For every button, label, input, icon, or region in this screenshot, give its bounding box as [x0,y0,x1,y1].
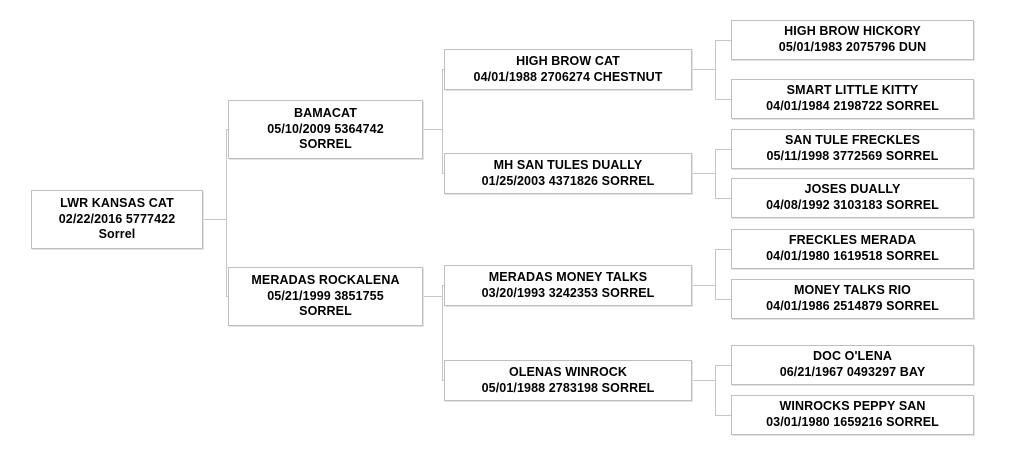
pedigree-node-sire[interactable]: BAMACAT 05/10/2009 5364742 SORREL [228,100,423,159]
connector-sdd-stub [715,198,732,199]
node-date-reg-color: 04/01/1980 1619518 SORREL [766,249,939,263]
connector-sire-spine [442,69,443,174]
node-color: SORREL [299,137,352,152]
pedigree-node-sire-dam-sire[interactable]: SAN TULE FRECKLES 05/11/1998 3772569 SOR… [731,129,974,169]
node-date-reg: 02/22/2016 5777422 [58,211,176,226]
node-name: WINROCKS PEPPY SAN [779,399,926,414]
node-date-reg-color: 05/01/1983 2075796 DUN [778,40,927,54]
pedigree-node-dam-dam[interactable]: OLENAS WINROCK 05/01/1988 2783198 SORREL [444,360,692,401]
node-date-reg-color: 05/01/1988 2783198 SORREL [481,380,655,395]
connector-sss-stub [715,40,732,41]
node-date-reg-color: 03/20/1993 3242353 SORREL [481,285,655,300]
pedigree-node-dam-dam-dam[interactable]: WINROCKS PEPPY SAN 03/01/1980 1659216 SO… [731,395,974,435]
node-name: MERADAS ROCKALENA [251,273,400,288]
connector-dd-spine [715,365,716,415]
pedigree-node-dam-sire[interactable]: MERADAS MONEY TALKS 03/20/1993 3242353 S… [444,265,692,306]
node-name: MERADAS MONEY TALKS [488,269,648,284]
pedigree-node-dam-sire-sire[interactable]: FRECKLES MERADA 04/01/1980 1619518 SORRE… [731,229,974,269]
node-date-reg-color: 01/25/2003 4371826 SORREL [481,173,655,188]
node-color: SORREL [299,304,352,319]
node-name: HIGH BROW CAT [516,53,620,68]
node-name: SMART LITTLE KITTY [786,83,919,98]
pedigree-node-dam-dam-sire[interactable]: DOC O'LENA 06/21/1967 0493297 BAY [731,345,974,385]
connector-sd-spine [715,149,716,198]
node-name: OLENAS WINROCK [508,364,628,379]
node-name: JOSES DUALLY [804,182,901,197]
node-date-reg-color: 04/01/1984 2198722 SORREL [766,99,939,113]
connector-ss-out-stub [692,69,715,70]
connector-self-spine [226,129,227,297]
pedigree-node-self[interactable]: LWR KANSAS CAT 02/22/2016 5777422 Sorrel [31,190,203,249]
connector-ss-spine [715,40,716,99]
node-name: LWR KANSAS CAT [60,196,174,211]
connector-dd-out-stub [692,380,715,381]
node-name: MH SAN TULES DUALLY [493,157,643,172]
connector-sd-out-stub [692,173,715,174]
node-name: DOC O'LENA [813,349,892,364]
node-name: HIGH BROW HICKORY [784,24,921,39]
node-date-reg-color: 05/11/1998 3772569 SORREL [766,149,939,163]
pedigree-node-sire-sire[interactable]: HIGH BROW CAT 04/01/1988 2706274 CHESTNU… [444,49,692,90]
node-name: SAN TULE FRECKLES [784,133,921,148]
node-name: BAMACAT [294,106,357,121]
pedigree-node-sire-dam-dam[interactable]: JOSES DUALLY 04/08/1992 3103183 SORREL [731,178,974,218]
node-date-reg-color: 06/21/1967 0493297 BAY [779,365,926,379]
connector-sds-stub [715,149,732,150]
node-date-reg: 05/21/1999 3851755 [267,288,384,303]
node-name: FRECKLES MERADA [788,233,917,248]
node-date-reg: 05/10/2009 5364742 [267,121,384,136]
node-date-reg-color: 04/01/1988 2706274 CHESTNUT [473,69,663,84]
connector-ddd-stub [715,415,732,416]
connector-dam-out-stub [423,296,442,297]
pedigree-node-dam-sire-dam[interactable]: MONEY TALKS RIO 04/01/1986 2514879 SORRE… [731,279,974,319]
pedigree-node-dam[interactable]: MERADAS ROCKALENA 05/21/1999 3851755 SOR… [228,267,423,326]
node-date-reg-color: 03/01/1980 1659216 SORREL [766,415,939,429]
node-date-reg-color: 04/01/1986 2514879 SORREL [766,299,939,313]
connector-dam-spine [442,285,443,381]
connector-sire-out-stub [423,129,442,130]
connector-ds-spine [715,249,716,299]
node-date-reg-color: 04/08/1992 3103183 SORREL [766,198,939,212]
pedigree-node-sire-sire-sire[interactable]: HIGH BROW HICKORY 05/01/1983 2075796 DUN [731,20,974,60]
connector-dsd-stub [715,299,732,300]
node-color: Sorrel [98,227,136,242]
connector-ssd-stub [715,99,732,100]
node-name: MONEY TALKS RIO [793,283,911,298]
connector-ds-out-stub [692,285,715,286]
pedigree-node-sire-sire-dam[interactable]: SMART LITTLE KITTY 04/01/1984 2198722 SO… [731,79,974,119]
pedigree-node-sire-dam[interactable]: MH SAN TULES DUALLY 01/25/2003 4371826 S… [444,153,692,194]
connector-self-stub [203,219,226,220]
connector-dds-stub [715,365,732,366]
connector-dss-stub [715,249,732,250]
